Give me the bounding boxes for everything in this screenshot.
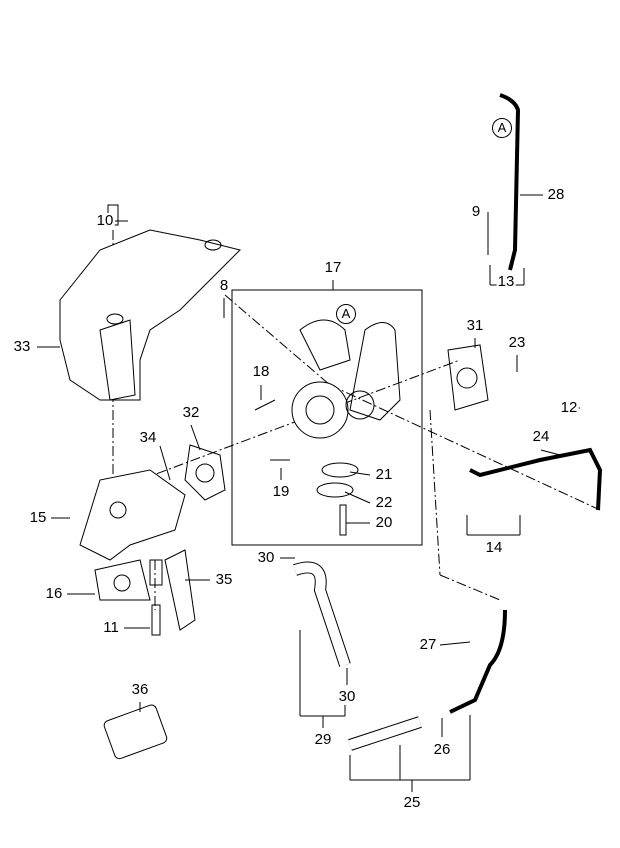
callout-15: 15 bbox=[28, 509, 48, 526]
oil-feed-pipe bbox=[499, 93, 521, 271]
callout-29: 29 bbox=[313, 731, 333, 748]
callout-19: 19 bbox=[271, 483, 291, 500]
leader-lines bbox=[37, 194, 580, 792]
callout-11: 11 bbox=[102, 619, 120, 636]
callout-12: 12 bbox=[559, 399, 579, 416]
exhaust-manifold bbox=[79, 469, 186, 561]
callout-10: 10 bbox=[95, 212, 115, 229]
turbocharger bbox=[291, 381, 349, 439]
callout-24: 24 bbox=[531, 428, 551, 445]
callout-33: 33 bbox=[12, 338, 32, 355]
callout-35: 35 bbox=[214, 571, 234, 588]
callout-32: 32 bbox=[181, 404, 201, 421]
callout-14: 14 bbox=[484, 539, 504, 556]
callout-27: 27 bbox=[418, 636, 438, 653]
reference-marker-a: A bbox=[336, 304, 356, 324]
callout-17: 17 bbox=[323, 259, 343, 276]
callout-23: 23 bbox=[507, 334, 527, 351]
callout-30-bottom: 30 bbox=[337, 688, 357, 705]
callout-21: 21 bbox=[374, 466, 394, 483]
callout-13: 13 bbox=[496, 273, 516, 290]
callout-34: 34 bbox=[138, 429, 158, 446]
callout-25: 25 bbox=[402, 794, 422, 811]
callout-30-top: 30 bbox=[256, 549, 276, 566]
gasket bbox=[94, 559, 151, 601]
callout-31: 31 bbox=[465, 317, 485, 334]
reference-marker-a: A bbox=[492, 118, 512, 138]
callout-36: 36 bbox=[130, 681, 150, 698]
callout-16: 16 bbox=[44, 585, 64, 602]
callout-22: 22 bbox=[374, 494, 394, 511]
callout-8: 8 bbox=[218, 277, 230, 294]
callout-28: 28 bbox=[546, 186, 566, 203]
heat-shield bbox=[59, 229, 241, 401]
callout-18: 18 bbox=[251, 363, 271, 380]
callout-20: 20 bbox=[374, 514, 394, 531]
oil-return-pipe bbox=[469, 447, 603, 511]
assembly-box bbox=[231, 289, 423, 546]
callout-26: 26 bbox=[432, 741, 452, 758]
callout-9: 9 bbox=[470, 203, 482, 220]
